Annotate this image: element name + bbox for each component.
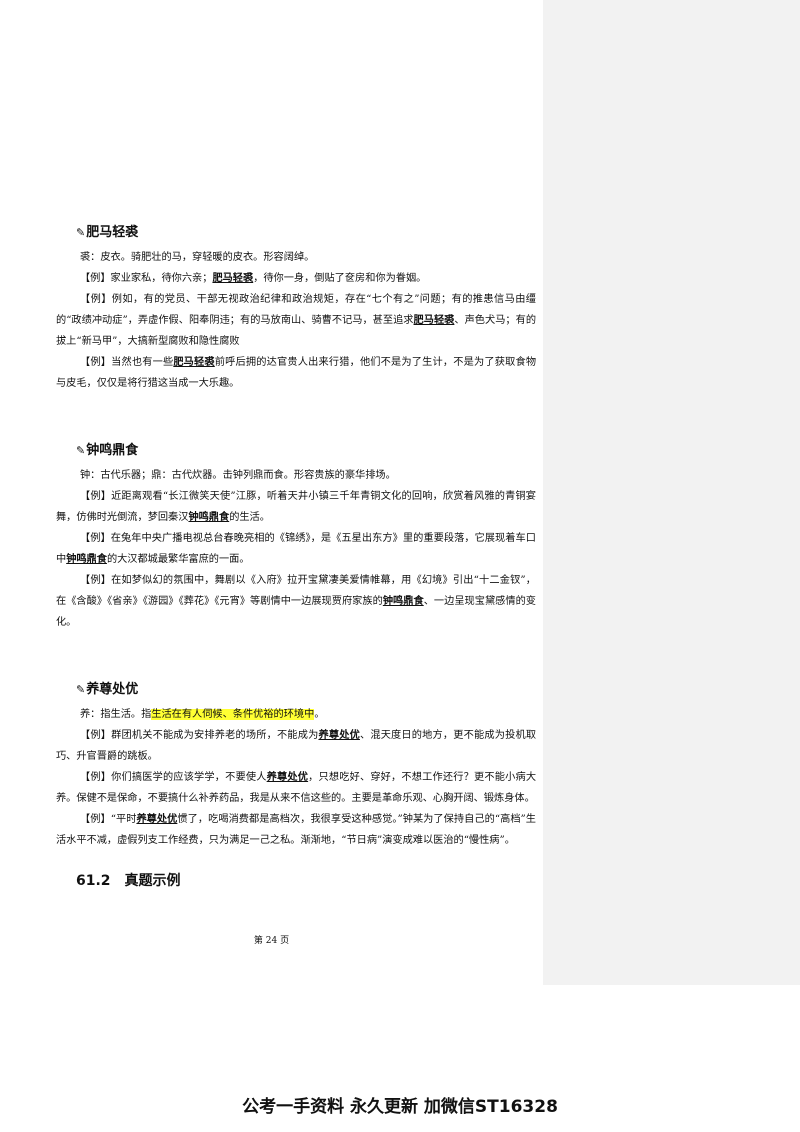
example-text: 惯了，吃喝消费都是高档次，我很享受这种感觉。”钟某为了保持自己的“高档”生活水平…: [56, 814, 536, 846]
example-term: 肥马轻裘: [173, 356, 215, 368]
idiom-title: ✎养尊处优: [56, 679, 536, 701]
footer-banner: 公考一手资料 永久更新 加微信ST16328: [242, 1097, 558, 1117]
example-sentence: 【例】“平时养尊处优惯了，吃喝消费都是高档次，我很享受这种感觉。”钟某为了保持自…: [56, 809, 536, 851]
section-title: 真题示例: [124, 873, 181, 889]
example-text: 【例】群团机关不能成为安排养老的场所，不能成为: [80, 730, 319, 741]
example-term: 钟鸣鼎食: [382, 595, 424, 607]
idiom-title-text: 肥马轻裘: [86, 225, 139, 240]
example-text: 【例】“平时: [80, 814, 137, 825]
idiom-entry: ✎肥马轻裘 裘：皮衣。骑肥壮的马，穿轻暖的皮衣。形容阔绰。 【例】家业家私，待你…: [56, 222, 536, 394]
example-text: 【例】例如，有的党员、干部无视政治纪律和政治规矩，存在“七个有之”问题；有的推患…: [56, 294, 536, 326]
idiom-definition: 钟：古代乐器；鼎：古代炊器。击钟列鼎而食。形容贵族的豪华排场。: [80, 470, 396, 481]
idiom-title: ✎钟鸣鼎食: [56, 440, 536, 462]
highlighted-text: 生活在有人伺候、条件优裕的环境中: [151, 709, 315, 720]
example-sentence: 【例】当然也有一些肥马轻裘前呼后拥的达官贵人出来行猎，他们不是为了生计，不是为了…: [56, 352, 536, 394]
pencil-icon: ✎: [76, 226, 86, 239]
example-text: ，待你一身，倒贴了奁房和你为眷姻。: [253, 273, 427, 284]
example-text: 、声色犬马；有的拔上“新马甲”，大搞新型腐败和隐性腐败: [56, 315, 537, 347]
example-text: 的生活。: [229, 512, 270, 523]
example-text: 【例】当然也有一些: [80, 357, 174, 368]
example-sentence: 【例】家业家私，待你六亲；肥马轻裘，待你一身，倒贴了奁房和你为眷姻。: [56, 268, 536, 289]
idiom-title-text: 钟鸣鼎食: [86, 443, 139, 458]
definition-text: 。: [314, 709, 325, 720]
example-term: 养尊处优: [266, 771, 309, 783]
example-text: 【例】你们搞医学的应该学学，不要使人: [80, 772, 267, 783]
idiom-entry: ✎钟鸣鼎食 钟：古代乐器；鼎：古代炊器。击钟列鼎而食。形容贵族的豪华排场。 【例…: [56, 440, 536, 633]
page-number: 第 24 页: [253, 936, 290, 946]
example-text: 【例】近距离观看“长江微笑天使”江豚，听着天井小镇三千年青铜文化的回响，欣赏着风…: [56, 491, 536, 523]
idiom-entry: ✎养尊处优 养：指生活。指生活在有人伺候、条件优裕的环境中。 【例】群团机关不能…: [56, 679, 536, 851]
example-text: 【例】在如梦似幻的氛围中，舞剧以《入府》拉开宝黛凄美爱情帷幕，用《幻境》引出“十…: [56, 575, 536, 607]
example-term: 肥马轻裘: [413, 314, 455, 326]
example-sentence: 【例】你们搞医学的应该学学，不要使人养尊处优，只想吃好、穿好，不想工作还行？更不…: [56, 767, 536, 809]
example-term: 肥马轻裘: [212, 272, 254, 284]
example-text: 、混天度日的地方，更不能成为投机取巧、升官晋爵的跳板。: [56, 730, 537, 762]
example-sentence: 【例】群团机关不能成为安排养老的场所，不能成为养尊处优、混天度日的地方，更不能成…: [56, 725, 536, 767]
example-text: 【例】家业家私，待你六亲；: [80, 273, 213, 284]
idiom-title-text: 养尊处优: [86, 682, 139, 697]
idiom-definition: 裘：皮衣。骑肥壮的马，穿轻暖的皮衣。形容阔绰。: [80, 252, 315, 263]
definition-text: 养：指生活。指: [80, 709, 152, 720]
example-term: 钟鸣鼎食: [188, 511, 230, 523]
example-text: 【例】在兔年中央广播电视总台春晚亮相的《锦绣》，是《五星出东方》里的重要段落，它…: [56, 533, 536, 565]
pencil-icon: ✎: [76, 444, 86, 457]
example-term: 钟鸣鼎食: [66, 553, 107, 565]
idiom-title: ✎肥马轻裘: [56, 222, 536, 244]
idiom-definition: 养：指生活。指生活在有人伺候、条件优裕的环境中。: [56, 704, 536, 725]
example-sentence: 【例】例如，有的党员、干部无视政治纪律和政治规矩，存在“七个有之”问题；有的推患…: [56, 289, 536, 352]
section-number: 61.2: [76, 873, 111, 889]
example-text: 、一边呈现宝黛感情的变化。: [56, 596, 536, 628]
example-text: 前呼后拥的达官贵人出来行猎，他们不是为了生计，不是为了获取食物与皮毛，仅仅是将行…: [56, 357, 537, 389]
example-sentence: 【例】在如梦似幻的氛围中，舞剧以《入府》拉开宝黛凄美爱情帷幕，用《幻境》引出“十…: [56, 570, 536, 633]
document-page: ✎肥马轻裘 裘：皮衣。骑肥壮的马，穿轻暖的皮衣。形容阔绰。 【例】家业家私，待你…: [56, 222, 536, 892]
comment-margin-panel: [543, 0, 800, 985]
example-text: ，只想吃好、穿好，不想工作还行？更不能小病大养。保健不是保命，不要搞什么补养药品…: [56, 772, 537, 804]
example-term: 养尊处优: [318, 729, 360, 741]
example-sentence: 【例】在兔年中央广播电视总台春晚亮相的《锦绣》，是《五星出东方》里的重要段落，它…: [56, 528, 536, 570]
example-term: 养尊处优: [136, 813, 178, 825]
pencil-icon: ✎: [76, 683, 86, 696]
section-heading: 61.2 真题示例: [76, 870, 536, 892]
example-sentence: 【例】近距离观看“长江微笑天使”江豚，听着天井小镇三千年青铜文化的回响，欣赏着风…: [56, 486, 536, 528]
example-text: 的大汉都城最繁华富庶的一面。: [106, 554, 250, 565]
